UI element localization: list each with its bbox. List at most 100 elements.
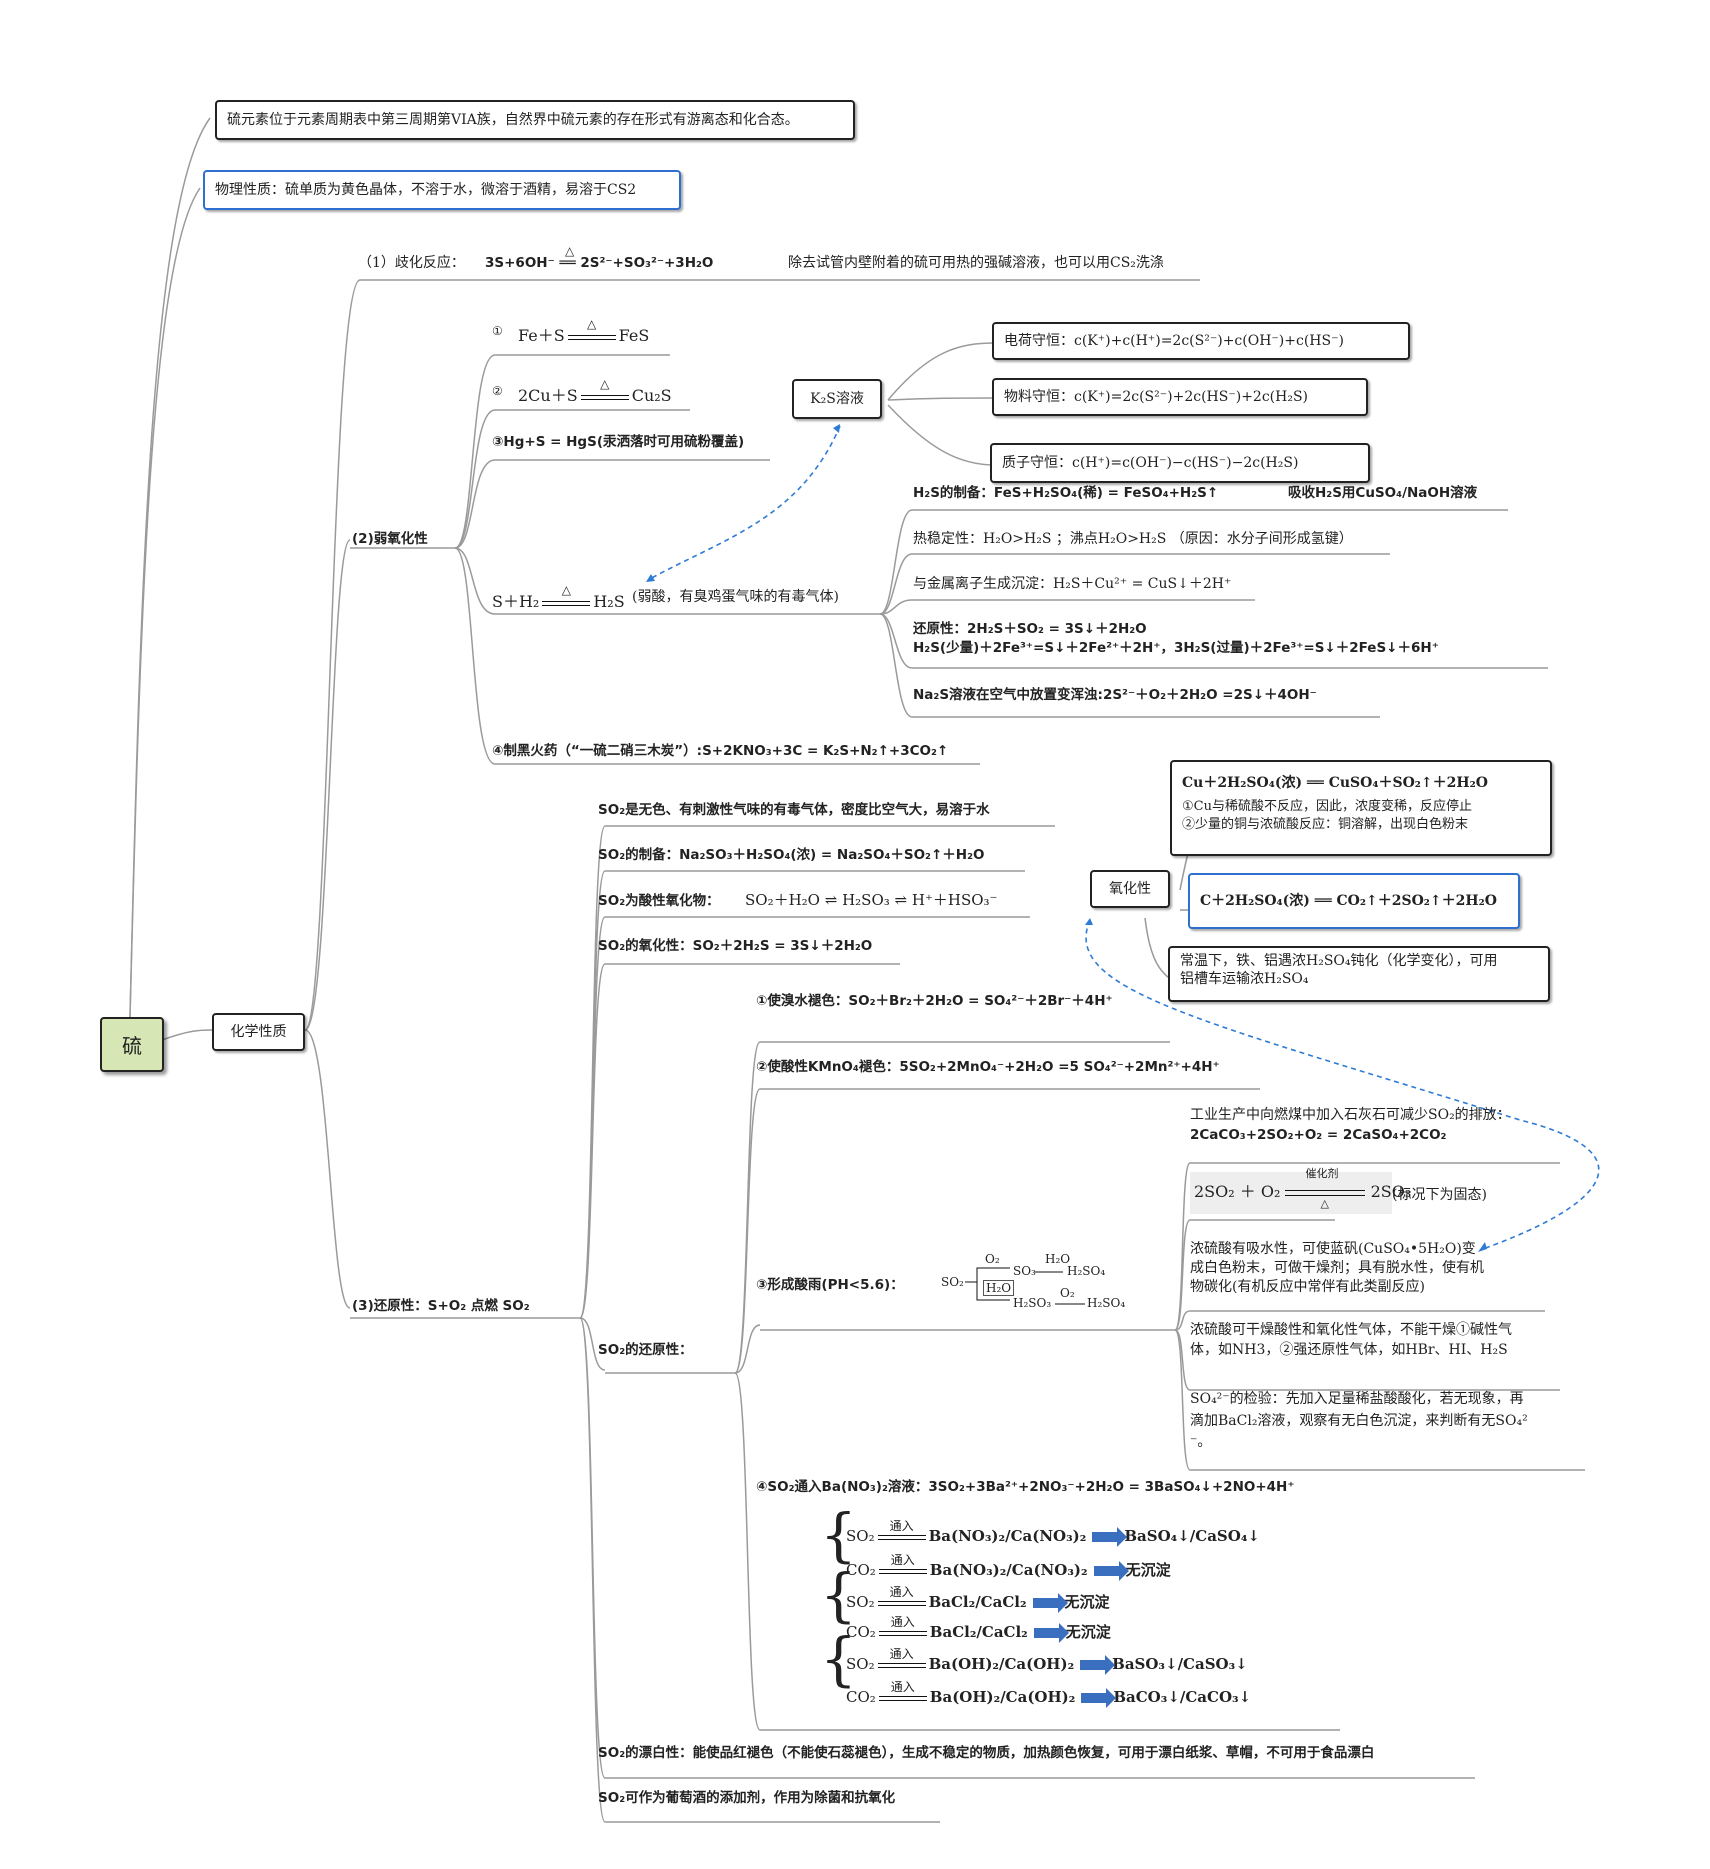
so2-preparation: SO₂的制备：Na₂SO₃＋H₂SO₄(浓) = Na₂SO₄＋SO₂↑＋H₂O: [598, 847, 985, 863]
result-text: 无沉淀: [1125, 1561, 1171, 1579]
element-position-box[interactable]: 硫元素位于元素周期表中第三周期第VIA族，自然界中硫元素的存在形式有游离态和化合…: [215, 100, 855, 140]
so3-solid-note: (标况下为固态): [1392, 1187, 1487, 1203]
root-node-sulfur[interactable]: 硫: [100, 1017, 164, 1072]
result-text: 无沉淀: [1065, 1623, 1111, 1641]
reaction-hg-s: ③Hg+S = HgS(汞洒落时可用硫粉覆盖): [492, 434, 745, 450]
reaction-2-number: ②: [492, 384, 503, 398]
gas-name: CO₂: [846, 1688, 876, 1706]
reagent-name: BaCl₂/CaCl₂: [929, 1623, 1028, 1641]
reagent-name: BaCl₂/CaCl₂: [928, 1593, 1027, 1611]
gas-name: CO₂: [846, 1623, 876, 1641]
material-conservation-box[interactable]: 物料守恒：c(K⁺)=2c(S²⁻)+2c(HS⁻)+2c(H₂S): [992, 378, 1368, 416]
physical-properties-box[interactable]: 物理性质：硫单质为黄色晶体，不溶于水，微溶于酒精，易溶于CS2: [203, 170, 681, 210]
kmno4-reaction: ②使酸性KMnO₄褪色：5SO₂+2MnO₄⁻+2H₂O =5 SO₄²⁻+2M…: [756, 1059, 1220, 1075]
na2s-turbidity: Na₂S溶液在空气中放置变浑浊:2S²⁻＋O₂＋2H₂O =2S↓＋4OH⁻: [913, 687, 1317, 703]
copper-conc-h2so4-box[interactable]: Cu＋2H₂SO₄(浓) ══ CuSO₄＋SO₂↑＋2H₂O ①Cu与稀硫酸不…: [1170, 760, 1552, 856]
h2so4-dehydration-line-1: 浓硫酸有吸水性，可使蓝矾(CuSO₄•5H₂O)变: [1190, 1241, 1476, 1257]
copper-note-1: ①Cu与稀硫酸不反应，因此，浓度变稀，反应停止: [1182, 799, 1472, 814]
h2s-preparation: H₂S的制备：FeS+H₂SO₄(稀) = FeSO₄+H₂S↑: [913, 485, 1219, 501]
coal-desulfurization-equation: 2CaCO₃+2SO₂+O₂ = 2CaSO₄+2CO₂: [1190, 1127, 1447, 1143]
sulfate-test-line-3: ⁻。: [1190, 1434, 1212, 1450]
reaction-s-h2: S＋H₂△H₂S: [492, 582, 625, 612]
h2so4-dehydration-line-2: 成白色粉末，可做干燥剂；具有脱水性，使有机: [1190, 1260, 1484, 1276]
pass-arrow: 通入: [878, 1680, 927, 1705]
sulfate-test-line-2: 滴加BaCl₂溶液，观察有无白色沉淀，来判断有无SO₄²: [1190, 1413, 1528, 1429]
disproportionation-equation: 3S+6OH⁻ ══ 2S²⁻+SO₃²⁻+3H₂O: [485, 255, 714, 271]
disproportionation-condition: △: [565, 244, 575, 258]
reaction-fe-s: Fe＋S△FeS: [518, 316, 650, 346]
reaction-cu-s: 2Cu＋S△Cu₂S: [518, 376, 672, 406]
copper-reaction: Cu＋2H₂SO₄(浓) ══ CuSO₄＋SO₂↑＋2H₂O: [1182, 775, 1488, 791]
sulfate-test-line-1: SO₄²⁻的检验：先加入足量稀盐酸酸化，若无现象，再: [1190, 1391, 1524, 1407]
reaction-1-number: ①: [492, 324, 503, 338]
reagent-name: Ba(NO₃)₂/Ca(NO₃)₂: [928, 1527, 1087, 1545]
h2s-absorption: 吸收H₂S用CuSO₄/NaOH溶液: [1288, 485, 1478, 501]
h2so4-dehydration-line-3: 物碳化(有机反应中常伴有此类副反应): [1190, 1279, 1425, 1295]
h2s-reducibility-1: 还原性：2H₂S＋SO₂ = 3S↓＋2H₂O: [913, 621, 1147, 637]
reagent-name: Ba(OH)₂/Ca(OH)₂: [929, 1688, 1076, 1706]
disproportionation-note: 除去试管内壁附着的硫可用热的强碱溶液，也可以用CS₂洗涤: [788, 255, 1164, 271]
barium-nitrate-reaction: ④SO₂通入Ba(NO₃)₂溶液：3SO₂+3Ba²⁺+2NO₃⁻+2H₂O =…: [756, 1479, 1295, 1495]
result-arrow-icon: [1093, 1561, 1129, 1581]
h2s-description: (弱酸，有臭鸡蛋气味的有毒气体): [632, 589, 839, 605]
reagent-name: Ba(OH)₂/Ca(OH)₂: [928, 1655, 1075, 1673]
result-arrow-icon: [1033, 1623, 1069, 1643]
copper-note-2: ②少量的铜与浓硫酸反应：铜溶解，出现白色粉末: [1182, 817, 1469, 832]
weak-oxidizing-label: (2)弱氧化性: [352, 531, 428, 547]
gas-name: SO₂: [846, 1593, 875, 1611]
carbon-conc-h2so4-box[interactable]: C＋2H₂SO₄(浓) ══ CO₂↑＋2SO₂↑＋2H₂O: [1188, 873, 1520, 929]
proton-conservation-box[interactable]: 质子守恒：c(H⁺)=c(OH⁻)−c(HS⁻)−2c(H₂S): [990, 443, 1370, 483]
gas-name: CO₂: [846, 1561, 876, 1579]
result-text: BaSO₄↓/CaSO₄↓: [1124, 1527, 1260, 1545]
so2-bleaching: SO₂的漂白性：能使品红褪色（不能使石蕊褪色），生成不稳定的物质，加热颜色恢复，…: [598, 1745, 1375, 1761]
h2s-reducibility-2: H₂S(少量)＋2Fe³⁺=S↓＋2Fe²⁺＋2H⁺，3H₂S(过量)＋2Fe³…: [913, 640, 1439, 656]
charge-conservation-box[interactable]: 电荷守恒：c(K⁺)+c(H⁺)=2c(S²⁻)+c(OH⁻)+c(HS⁻): [992, 322, 1410, 360]
k2s-solution-node[interactable]: K₂S溶液: [792, 379, 882, 419]
oxidizing-node[interactable]: 氧化性: [1090, 870, 1170, 908]
gunpowder-reaction: ④制黑火药（“一硫二硝三木炭”）:S+2KNO₃+3C = K₂S+N₂↑+3C…: [492, 743, 949, 759]
pass-arrow: 通入: [877, 1647, 926, 1672]
result-text: BaSO₃↓/CaSO₃↓: [1112, 1655, 1248, 1673]
chemical-properties-node[interactable]: 化学性质: [212, 1013, 305, 1051]
so2-catalytic-oxidation: 2SO₂ ＋ O₂ 催化剂 △ 2SO₃: [1190, 1167, 1411, 1214]
gas-name: SO₂: [846, 1655, 875, 1673]
so2-wine-additive: SO₂可作为葡萄酒的添加剂，作用为除菌和抗氧化: [598, 1790, 896, 1806]
pass-arrow: 通入: [877, 1519, 926, 1544]
result-arrow-icon: [1081, 1688, 1117, 1708]
passivation-line-2: 铝槽车运输浓H₂SO₄: [1180, 971, 1309, 987]
result-arrow-icon: [1080, 1655, 1116, 1675]
h2so4-drying-line-1: 浓硫酸可干燥酸性和氧化性气体，不能干燥①碱性气: [1190, 1322, 1512, 1338]
result-arrow-icon: [1032, 1593, 1068, 1613]
reagent-name: Ba(NO₃)₂/Ca(NO₃)₂: [929, 1561, 1088, 1579]
metal-ion-precipitate: 与金属离子生成沉淀：H₂S＋Cu²⁺ = CuS↓＋2H⁺: [913, 576, 1232, 592]
pass-arrow: 通入: [878, 1553, 927, 1578]
acid-rain-scheme: SO₂ O₂ SO₃ H₂O H₂SO₄ H₂O H₂SO₃ O₂ H₂SO₄: [941, 1252, 1126, 1310]
pass-arrow: 通入: [877, 1585, 926, 1610]
reducibility-label: (3)还原性：S+O₂ 点燃 SO₂: [352, 1298, 530, 1314]
so2-acidic-oxide-label: SO₂为酸性氧化物：: [598, 893, 720, 909]
so2-oxidizing: SO₂的氧化性：SO₂＋2H₂S = 3S↓＋2H₂O: [598, 938, 873, 954]
passivation-line-1: 常温下，铁、铝遇浓H₂SO₄钝化（化学变化），可用: [1180, 953, 1498, 969]
so2-physical: SO₂是无色、有刺激性气味的有毒气体，密度比空气大，易溶于水: [598, 802, 990, 818]
bromine-water-reaction: ①使溴水褪色：SO₂＋Br₂＋2H₂O = SO₄²⁻＋2Br⁻＋4H⁺: [756, 993, 1113, 1009]
result-arrow-icon: [1092, 1527, 1128, 1547]
acid-rain-label: ③形成酸雨(PH<5.6)：: [756, 1277, 904, 1293]
gas-name: SO₂: [846, 1527, 875, 1545]
coal-desulfurization-note: 工业生产中向燃煤中加入石灰石可减少SO₂的排放：: [1190, 1107, 1511, 1123]
result-text: BaCO₃↓/CaCO₃↓: [1113, 1688, 1252, 1706]
disproportionation-label: （1）歧化反应：: [358, 255, 465, 271]
so2-acidic-oxide-equation: SO₂＋H₂O ⇌ H₂SO₃ ⇌ H⁺＋HSO₃⁻: [745, 891, 998, 909]
result-text: 无沉淀: [1064, 1593, 1110, 1611]
thermal-stability: 热稳定性：H₂O>H₂S ；沸点H₂O>H₂S （原因：水分子间形成氢键）: [913, 531, 1353, 547]
gas-reagent-comparison: { { {: [820, 1501, 857, 1693]
h2so4-drying-line-2: 体，如NH3，②强还原性气体，如HBr、HI、H₂S: [1190, 1342, 1508, 1358]
pass-arrow: 通入: [878, 1615, 927, 1640]
passivation-box[interactable]: 常温下，铁、铝遇浓H₂SO₄钝化（化学变化），可用 铝槽车运输浓H₂SO₄: [1168, 946, 1550, 1002]
so2-reducibility-label: SO₂的还原性：: [598, 1342, 693, 1358]
